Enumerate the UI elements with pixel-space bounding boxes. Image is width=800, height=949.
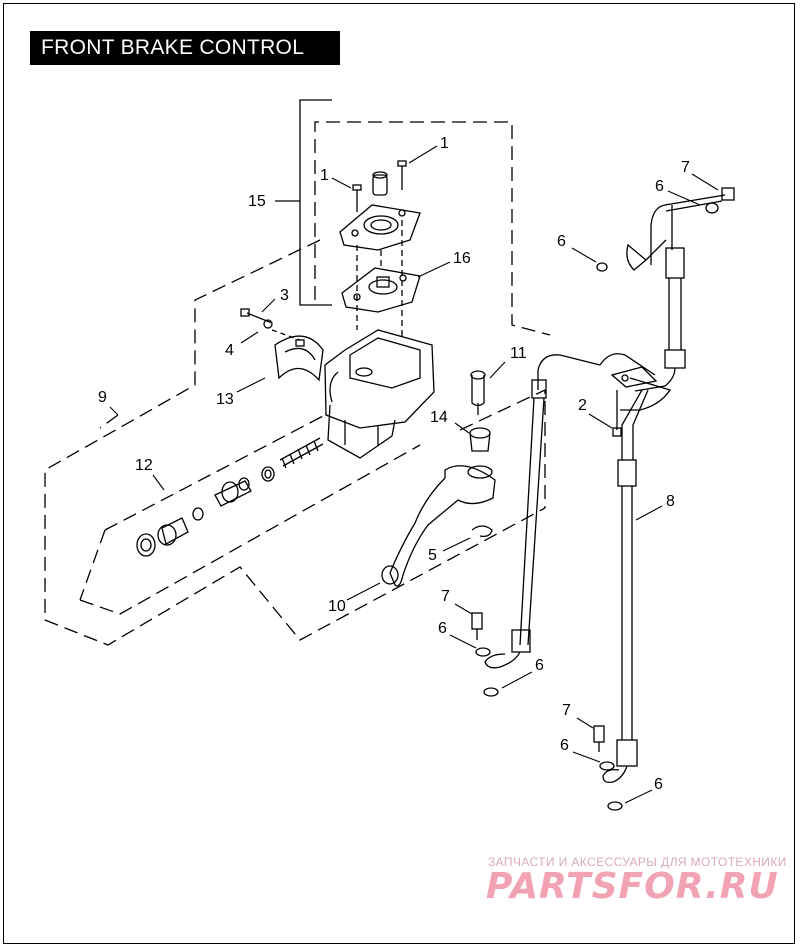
- callout-15: 15: [248, 193, 266, 210]
- callout-3: 3: [280, 287, 289, 304]
- callout-13: 13: [216, 391, 234, 408]
- group-outline-12: [79, 414, 421, 615]
- piston-assembly-12: [136, 437, 324, 557]
- callout-2: 2: [578, 397, 587, 414]
- bracket-bolt-2: [612, 390, 622, 437]
- lever-boot-11: [470, 370, 486, 415]
- reservoir-gasket-16: [341, 267, 421, 313]
- group-outline-9: [44, 239, 546, 646]
- sight-glass-plug: [372, 171, 388, 196]
- clamp-screw-3: [240, 308, 273, 329]
- callout-7-top: 7: [681, 159, 690, 176]
- callout-5: 5: [428, 547, 437, 564]
- callout-1-lower: 1: [320, 167, 329, 184]
- watermark-tagline: ЗАПЧАСТИ И АКСЕССУАРЫ ДЛЯ МОТОТЕХНИКИ: [488, 855, 787, 869]
- callout-6-middle-b: 6: [535, 657, 544, 674]
- callout-11: 11: [510, 345, 527, 362]
- reservoir-cover-15: [339, 204, 421, 251]
- handlebar-clamp-13: [274, 335, 324, 382]
- callout-6-bottom-b: 6: [654, 776, 663, 793]
- brake-hose-8: [484, 194, 726, 784]
- callout-7-middle: 7: [441, 588, 450, 605]
- master-cylinder-body: [324, 329, 435, 459]
- callout-9: 9: [98, 389, 107, 406]
- callout-12: 12: [135, 457, 153, 474]
- callout-6-mid: 6: [557, 233, 566, 250]
- callout-1-upper: 1: [440, 135, 449, 152]
- watermark-logo: PARTSFOR.RU: [486, 866, 779, 907]
- callout-14: 14: [430, 409, 448, 426]
- page-title: FRONT BRAKE CONTROL: [30, 31, 340, 65]
- callout-labels: 1 1 15 16 3 4 13 9 12 11 14 5 10 2 8 7 6…: [98, 135, 690, 793]
- callout-4: 4: [225, 342, 234, 359]
- brake-lever-10: [381, 465, 496, 587]
- callout-leaders: [109, 145, 719, 804]
- diagram-frame: [3, 3, 795, 944]
- pivot-bushing-14: [469, 427, 491, 452]
- callout-8: 8: [666, 493, 675, 510]
- callout-6-top: 6: [655, 178, 664, 195]
- assembly-lines: [356, 220, 403, 340]
- retaining-clip-5: [471, 525, 493, 538]
- callout-7-bottom: 7: [562, 702, 571, 719]
- callout-6-bottom-a: 6: [560, 737, 569, 754]
- callout-16: 16: [453, 250, 471, 267]
- banjo-bolts-7: [471, 187, 735, 752]
- group-bracket-15: [275, 99, 551, 336]
- callout-6-middle-a: 6: [438, 620, 447, 637]
- cover-screws-1: [352, 160, 407, 212]
- sealing-washers-6: [475, 202, 719, 811]
- callout-10: 10: [328, 598, 346, 615]
